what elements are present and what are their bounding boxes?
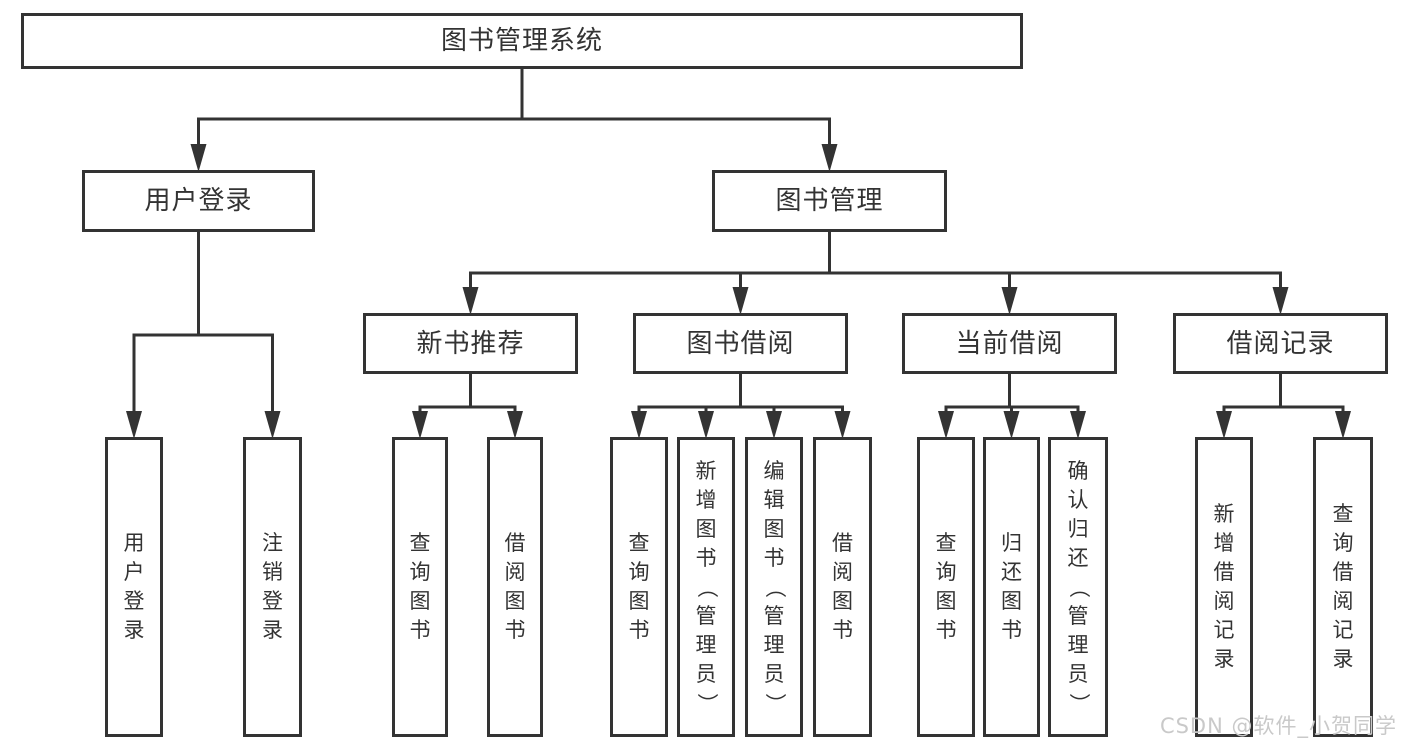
node-new-book-rec: 新书推荐	[363, 313, 578, 374]
node-label: 确认归还（管理员）	[1066, 458, 1091, 714]
node-label: 新书推荐	[416, 328, 525, 359]
node-leaf-bb-query: 查询图书	[610, 437, 668, 737]
arrowhead-icon	[190, 144, 207, 172]
node-label: 查询借阅记录	[1332, 502, 1354, 671]
node-leaf-cb-confirm: 确认归还（管理员）	[1048, 437, 1108, 737]
node-label: 查询图书	[628, 531, 650, 642]
node-borrow-records: 借阅记录	[1173, 313, 1388, 374]
node-leaf-nbr-query: 查询图书	[392, 437, 448, 737]
node-leaf-br-add: 新增借阅记录	[1195, 437, 1253, 737]
arrowhead-icon	[126, 411, 142, 439]
node-label: 新增图书（管理员）	[694, 458, 719, 714]
node-leaf-cb-return: 归还图书	[983, 437, 1040, 737]
arrowhead-icon	[1272, 287, 1289, 315]
arrowhead-icon	[766, 411, 782, 439]
arrowhead-icon	[821, 144, 838, 172]
arrowhead-icon	[1216, 411, 1232, 439]
node-label: 用户登录	[123, 531, 145, 642]
node-current-borrow: 当前借阅	[902, 313, 1117, 374]
arrowhead-icon	[1335, 411, 1351, 439]
node-label: 借阅记录	[1226, 328, 1335, 359]
node-label: 借阅图书	[832, 531, 853, 642]
arrowhead-icon	[1003, 411, 1020, 439]
node-leaf-logout: 注销登录	[243, 437, 302, 737]
node-label: 当前借阅	[955, 328, 1064, 359]
node-label: 用户登录	[144, 186, 253, 216]
node-leaf-bb-borrow: 借阅图书	[813, 437, 872, 737]
arrowhead-icon	[264, 411, 281, 439]
watermark: CSDN @软件_小贺同学	[1159, 714, 1397, 738]
arrowhead-icon	[1070, 411, 1086, 439]
node-label: 归还图书	[1001, 531, 1022, 642]
node-root: 图书管理系统	[21, 13, 1023, 69]
node-leaf-nbr-borrow: 借阅图书	[487, 437, 543, 737]
node-leaf-login: 用户登录	[105, 437, 163, 737]
arrowhead-icon	[631, 411, 647, 439]
node-label: 新增借阅记录	[1213, 502, 1235, 671]
node-label: 图书借阅	[686, 328, 795, 359]
arrowhead-icon	[834, 411, 851, 439]
node-leaf-br-query: 查询借阅记录	[1313, 437, 1373, 737]
node-book-mgmt: 图书管理	[712, 170, 947, 232]
arrowhead-icon	[938, 411, 954, 439]
node-label: 查询图书	[935, 531, 957, 642]
node-label: 查询图书	[409, 531, 431, 642]
node-label: 注销登录	[262, 531, 283, 642]
node-book-borrow: 图书借阅	[633, 313, 848, 374]
node-label: 图书管理系统	[440, 26, 603, 56]
node-user-login: 用户登录	[82, 170, 315, 232]
arrowhead-icon	[412, 411, 428, 439]
node-label: 编辑图书（管理员）	[762, 458, 787, 714]
arrowhead-icon	[732, 287, 749, 315]
node-leaf-bb-edit: 编辑图书（管理员）	[745, 437, 803, 737]
node-leaf-cb-query: 查询图书	[917, 437, 975, 737]
arrowhead-icon	[698, 411, 714, 439]
arrowhead-icon	[507, 411, 523, 439]
node-label: 借阅图书	[504, 531, 526, 642]
node-leaf-bb-add: 新增图书（管理员）	[677, 437, 735, 737]
arrowhead-icon	[462, 287, 479, 315]
arrowhead-icon	[1001, 287, 1018, 315]
node-label: 图书管理	[775, 186, 884, 216]
